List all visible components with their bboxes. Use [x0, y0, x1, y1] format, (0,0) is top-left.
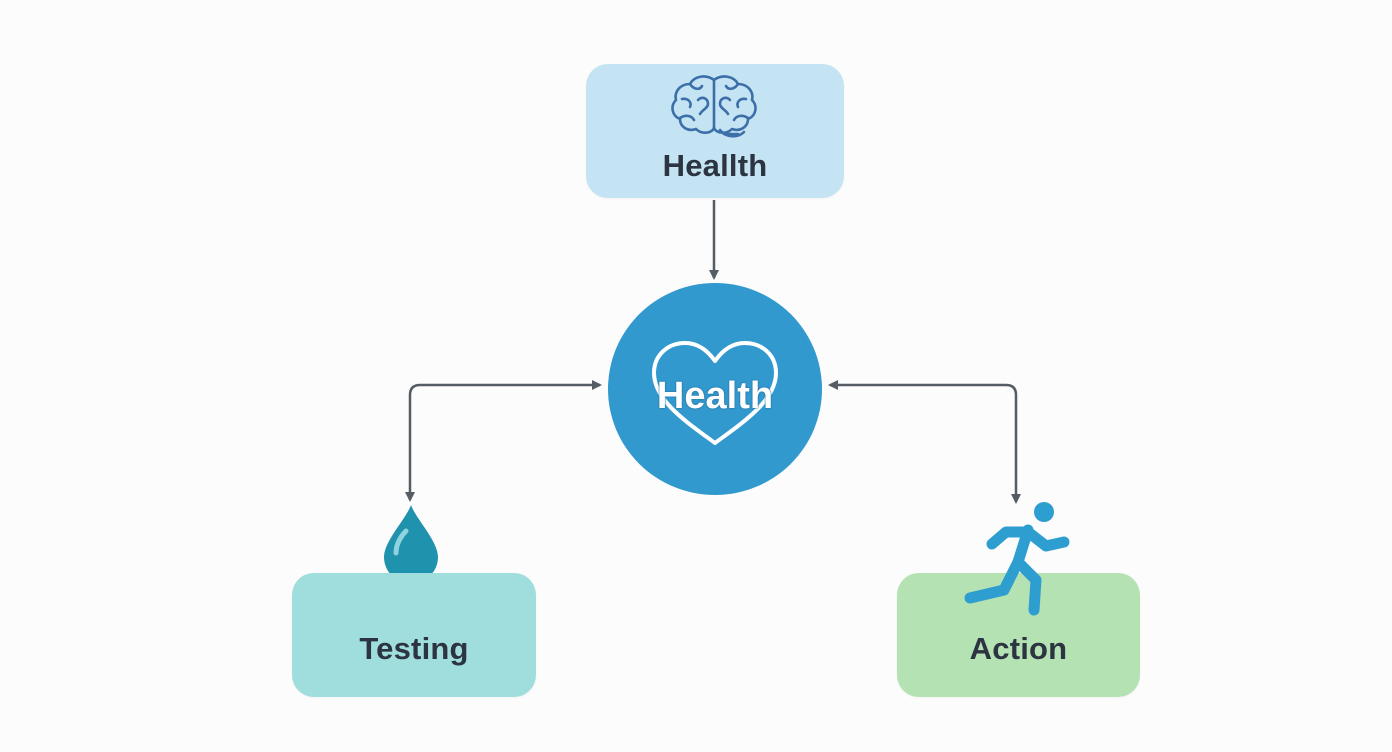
- heart-icon: [652, 341, 778, 445]
- right-node: Action: [897, 573, 1140, 697]
- top-node: Heallth: [586, 64, 844, 198]
- running-person-icon: [964, 502, 1070, 616]
- hub-node-label: Health: [656, 375, 774, 417]
- arrow-hub-to-action: [1005, 383, 1021, 504]
- right-node-label: Action: [969, 631, 1068, 666]
- left-node: Testing: [292, 573, 536, 697]
- arrow-hub-to-testing: [405, 383, 421, 502]
- left-node-label: Testing: [359, 631, 469, 666]
- top-node-label: Heallth: [662, 148, 768, 183]
- water-drop-icon: [384, 505, 438, 583]
- hub-node: Health: [608, 283, 822, 495]
- brain-icon: [671, 75, 757, 138]
